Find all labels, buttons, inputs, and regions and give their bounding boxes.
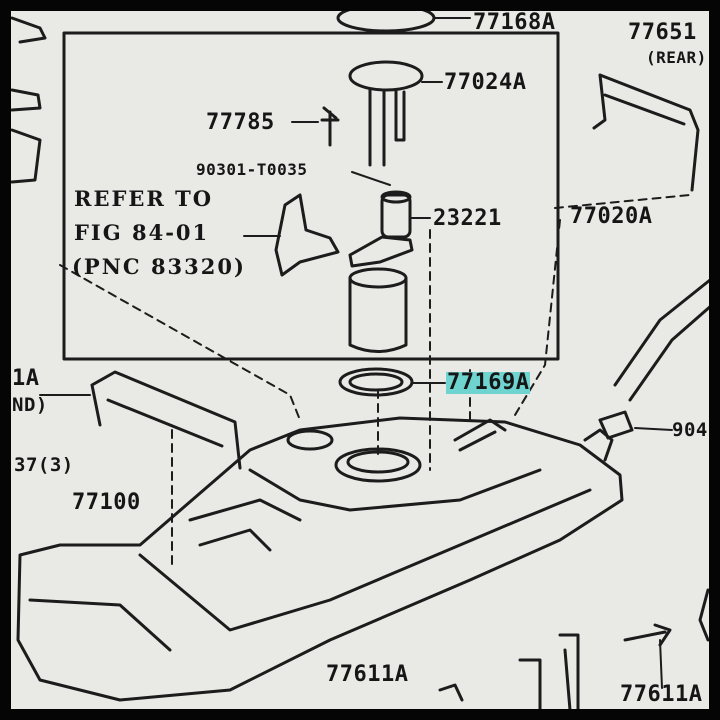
label-77168a: 77168A (473, 10, 556, 35)
label-77024a: 77024A (444, 70, 527, 95)
filler-hose (613, 278, 714, 402)
label-23221: 23221 (433, 206, 502, 231)
label-left-1a: 1A (12, 366, 40, 391)
label-77100: 77100 (72, 490, 141, 515)
detail-frame (62, 31, 560, 361)
refer-line-2: FIG 84-01 (74, 220, 210, 245)
label-left-37: 37(3) (14, 454, 74, 476)
tank-band-front (90, 370, 242, 470)
bracket-bottom (518, 633, 580, 712)
label-77611a-left: 77611A (326, 662, 409, 687)
refer-line-1: REFER TO (74, 186, 214, 211)
label-77651: 77651 (628, 20, 697, 45)
retainer-ring (336, 3, 436, 33)
label-904: 904 (672, 419, 708, 441)
pump-opening (334, 447, 422, 483)
tank-band-rear (592, 73, 700, 192)
fuel-filter (348, 276, 408, 353)
fuel-tank (16, 416, 624, 702)
regulator (274, 193, 340, 277)
label-77169a: 77169A (446, 370, 531, 395)
label-77020a: 77020A (570, 204, 653, 229)
label-rear: (REAR) (646, 48, 707, 67)
pump-plate (348, 60, 424, 92)
label-77611a-right: 77611A (620, 682, 703, 707)
label-90301-t0035: 90301-T0035 (196, 160, 308, 179)
label-left-nd: ND) (12, 394, 48, 416)
screw-77785 (320, 106, 340, 147)
label-77785: 77785 (206, 110, 275, 135)
refer-line-3: (PNC 83320) (72, 254, 246, 279)
